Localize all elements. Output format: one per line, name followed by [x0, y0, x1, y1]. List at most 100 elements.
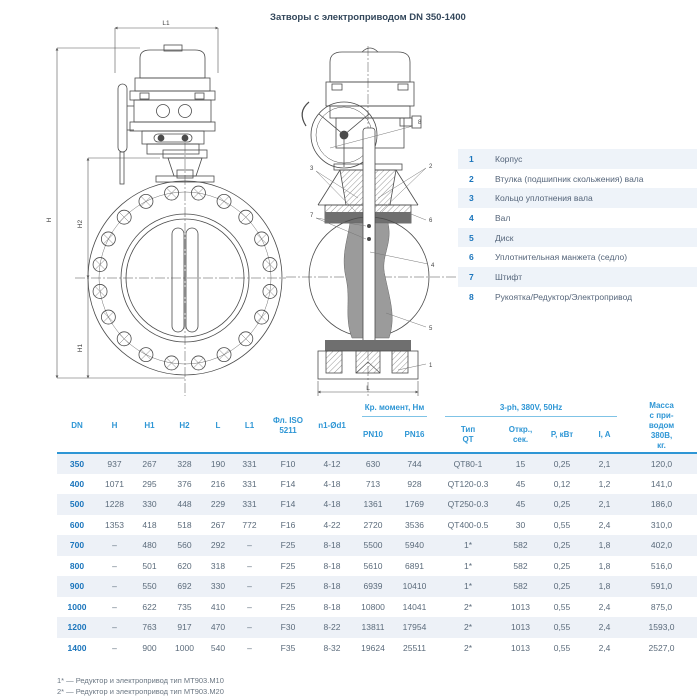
- cell: 418: [142, 519, 157, 530]
- col-type-qt: Тип QT: [460, 425, 476, 445]
- cell: F30: [280, 622, 296, 633]
- cell: 0,25: [553, 581, 571, 592]
- dim-label-l1: L1: [162, 20, 170, 27]
- cell: F25: [280, 560, 296, 571]
- handwheel-side: [117, 83, 134, 185]
- legend-item-label: Вал: [495, 212, 511, 223]
- cell: 6939: [363, 581, 383, 592]
- cell: –: [247, 642, 252, 653]
- cell: 620: [177, 560, 192, 571]
- cell: 330: [210, 581, 226, 592]
- cell: 2527,0: [648, 642, 675, 653]
- cell: –: [112, 642, 117, 653]
- cell: 8-18: [323, 581, 341, 592]
- cell: –: [247, 560, 252, 571]
- cell: 470: [210, 622, 226, 633]
- cell: 186,0: [650, 499, 673, 510]
- group-power: 3-ph, 380V, 50Hz: [436, 400, 626, 419]
- cell: 14041: [402, 601, 427, 612]
- cell: –: [112, 581, 117, 592]
- cell: –: [247, 581, 252, 592]
- cell: 17954: [402, 622, 427, 633]
- cell: F14: [280, 499, 296, 510]
- cell: –: [247, 540, 252, 551]
- col-open-sec: Откр., сек.: [508, 425, 533, 445]
- dim-label-h: H: [46, 217, 53, 222]
- cell: 400: [69, 478, 85, 489]
- cell: 501: [142, 560, 157, 571]
- cell: 2,4: [598, 642, 611, 653]
- cell: 550: [142, 581, 157, 592]
- col-h2: H2: [179, 421, 190, 430]
- legend-item-number: 8: [469, 291, 474, 302]
- cell: 1013: [511, 642, 530, 653]
- cell: 10410: [402, 581, 427, 592]
- cell: 1228: [105, 499, 124, 510]
- dimension-l: [317, 381, 419, 396]
- col-p-kw: P, кВт: [550, 430, 574, 440]
- cell: 45: [515, 478, 526, 489]
- cell: 5940: [405, 540, 424, 551]
- cell: 1013: [511, 622, 530, 633]
- cell: 328: [177, 458, 192, 469]
- cell: F14: [280, 478, 296, 489]
- cell: 763: [142, 622, 157, 633]
- cell: 0,25: [553, 540, 571, 551]
- cell: 410: [210, 601, 226, 612]
- cell: 1400: [67, 642, 87, 653]
- cell: F16: [280, 519, 296, 530]
- cell: 0,25: [553, 499, 571, 510]
- cell: 2*: [463, 601, 473, 612]
- legend-item-number: 2: [469, 173, 474, 184]
- cell: 518: [177, 519, 192, 530]
- col-flange-iso: Фл. ISO 5211: [273, 416, 303, 435]
- cell: 900: [142, 642, 157, 653]
- cell: 937: [107, 458, 122, 469]
- col-mass: Масса с при- водом 380В, кг.: [648, 401, 675, 450]
- cell: 1,8: [598, 560, 611, 571]
- cell: 713: [365, 478, 381, 489]
- cell: 190: [210, 458, 226, 469]
- cell: QT120-0.3: [447, 478, 489, 489]
- cell: 2*: [463, 622, 473, 633]
- cell: F35: [280, 642, 296, 653]
- cell: 0,55: [553, 601, 571, 612]
- cell: 5610: [363, 560, 383, 571]
- legend-item-label: Рукоятка/Редуктор/Электропривод: [495, 291, 633, 302]
- callout-5: 5: [429, 326, 433, 332]
- col-n1-od1: n1-Ød1: [318, 421, 346, 430]
- callout-3: 3: [310, 166, 314, 172]
- cell: 0,25: [553, 560, 571, 571]
- cell: 1769: [405, 499, 424, 510]
- flange-bolts: [92, 185, 278, 371]
- cell: –: [247, 601, 252, 612]
- cell: 4-18: [323, 478, 341, 489]
- col-pn10: PN10: [362, 430, 383, 440]
- cell: 8-22: [323, 622, 341, 633]
- col-pn16: PN16: [404, 430, 425, 440]
- dim-label-h2: H2: [77, 219, 84, 228]
- cell: 8-18: [323, 540, 341, 551]
- dimension-lines: [55, 26, 219, 379]
- cell: 8-32: [323, 642, 341, 653]
- cell: 582: [513, 540, 528, 551]
- cell: 692: [177, 581, 192, 592]
- cell: –: [112, 540, 117, 551]
- cell: 630: [365, 458, 381, 469]
- callout-7: 7: [310, 213, 314, 219]
- cell: 2720: [363, 519, 383, 530]
- cell: –: [112, 560, 117, 571]
- handwheel-face: [301, 101, 378, 169]
- cell: 0,55: [553, 642, 571, 653]
- legend-item-label: Уплотнительная манжета (седло): [495, 252, 628, 263]
- cell: –: [247, 622, 252, 633]
- cell: 0,12: [553, 478, 571, 489]
- cell: 1361: [363, 499, 383, 510]
